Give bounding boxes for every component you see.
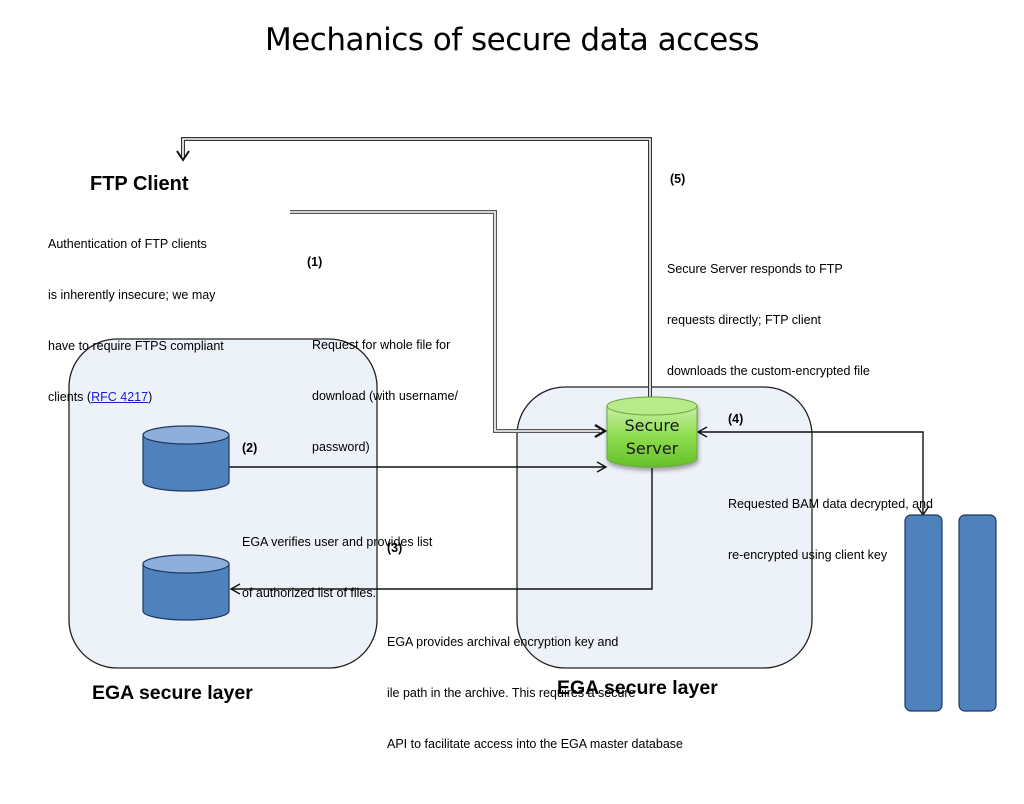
secure-server-label: Secure Server (608, 414, 696, 460)
step-number: (3) (387, 541, 403, 555)
ftp-note-text: ) (148, 390, 153, 404)
step-description: Requested BAM data decrypted, and re-enc… (728, 462, 933, 598)
database-icon-master (142, 554, 230, 621)
arrow-step-2 (229, 461, 608, 473)
step-5-annotation: (5) Secure Server responds to FTP reques… (667, 137, 870, 431)
step-4-annotation: (4) Requested BAM data decrypted, and re… (728, 377, 933, 615)
step-line: API to facilitate access into the EGA ma… (387, 737, 683, 751)
step-line: password) (312, 440, 370, 454)
step-line: Secure Server responds to FTP (667, 262, 843, 276)
step-line: re-encrypted using client key (728, 548, 888, 562)
step-line: of authorized list of files. (242, 586, 377, 600)
ftp-note-line: Authentication of FTP clients (48, 237, 207, 251)
step-3-annotation: (3) EGA provides archival encryption key… (387, 506, 683, 804)
ega-secure-layer-panel-right (516, 386, 813, 669)
step-line: ile path in the archive. This requires a… (387, 686, 636, 700)
step-line: EGA provides archival encryption key and (387, 635, 619, 649)
secure-server-icon (606, 396, 698, 468)
step-line: downloads the custom-encrypted file (667, 364, 870, 378)
server-label-line: Secure (624, 416, 680, 435)
step-description: EGA verifies user and provides list of a… (242, 500, 432, 636)
ftp-note-line: is inherently insecure; we may (48, 288, 216, 302)
ftp-note-text: clients ( (48, 390, 92, 404)
step-description: Secure Server responds to FTP requests d… (667, 227, 870, 414)
rfc-4217-link[interactable]: RFC 4217 (91, 390, 149, 404)
step-line: EGA verifies user and provides list (242, 535, 433, 549)
step-line: requests directly; FTP client (667, 313, 821, 327)
server-label-line: Server (625, 439, 679, 458)
step-1-annotation: (1) Request for whole file for download … (307, 220, 458, 507)
page-title: Mechanics of secure data access (264, 22, 760, 58)
step-number: (5) (670, 172, 686, 186)
step-description: EGA provides archival encryption key and… (387, 600, 683, 787)
step-description: Request for whole file for download (wit… (307, 303, 458, 490)
ega-secure-layer-label-right: EGA secure layer (557, 677, 718, 699)
ftp-client-title: FTP Client (90, 173, 189, 195)
arrow-step-3 (229, 468, 653, 595)
ega-secure-layer-label-left: EGA secure layer (92, 682, 253, 704)
ftp-note-line: have to require FTPS compliant (48, 339, 224, 353)
storage-unit-1 (904, 514, 943, 712)
arrow-step-5 (176, 137, 652, 400)
diagram-canvas (68, 137, 997, 712)
storage-unit-2 (958, 514, 997, 712)
database-icon-authorization (142, 425, 230, 492)
step-2-annotation: (2) EGA verifies user and provides list … (242, 406, 432, 653)
step-line: Request for whole file for (312, 338, 451, 352)
ftp-client-note: Authentication of FTP clients is inheren… (48, 202, 224, 423)
arrow-step-1 (290, 210, 608, 439)
step-number: (2) (242, 441, 258, 455)
step-line: Requested BAM data decrypted, and (728, 497, 933, 511)
step-number: (4) (728, 412, 744, 426)
step-line: download (with username/ (312, 389, 458, 403)
ftp-note-line: clients (RFC 4217) (48, 389, 224, 406)
step-number: (1) (307, 255, 323, 269)
